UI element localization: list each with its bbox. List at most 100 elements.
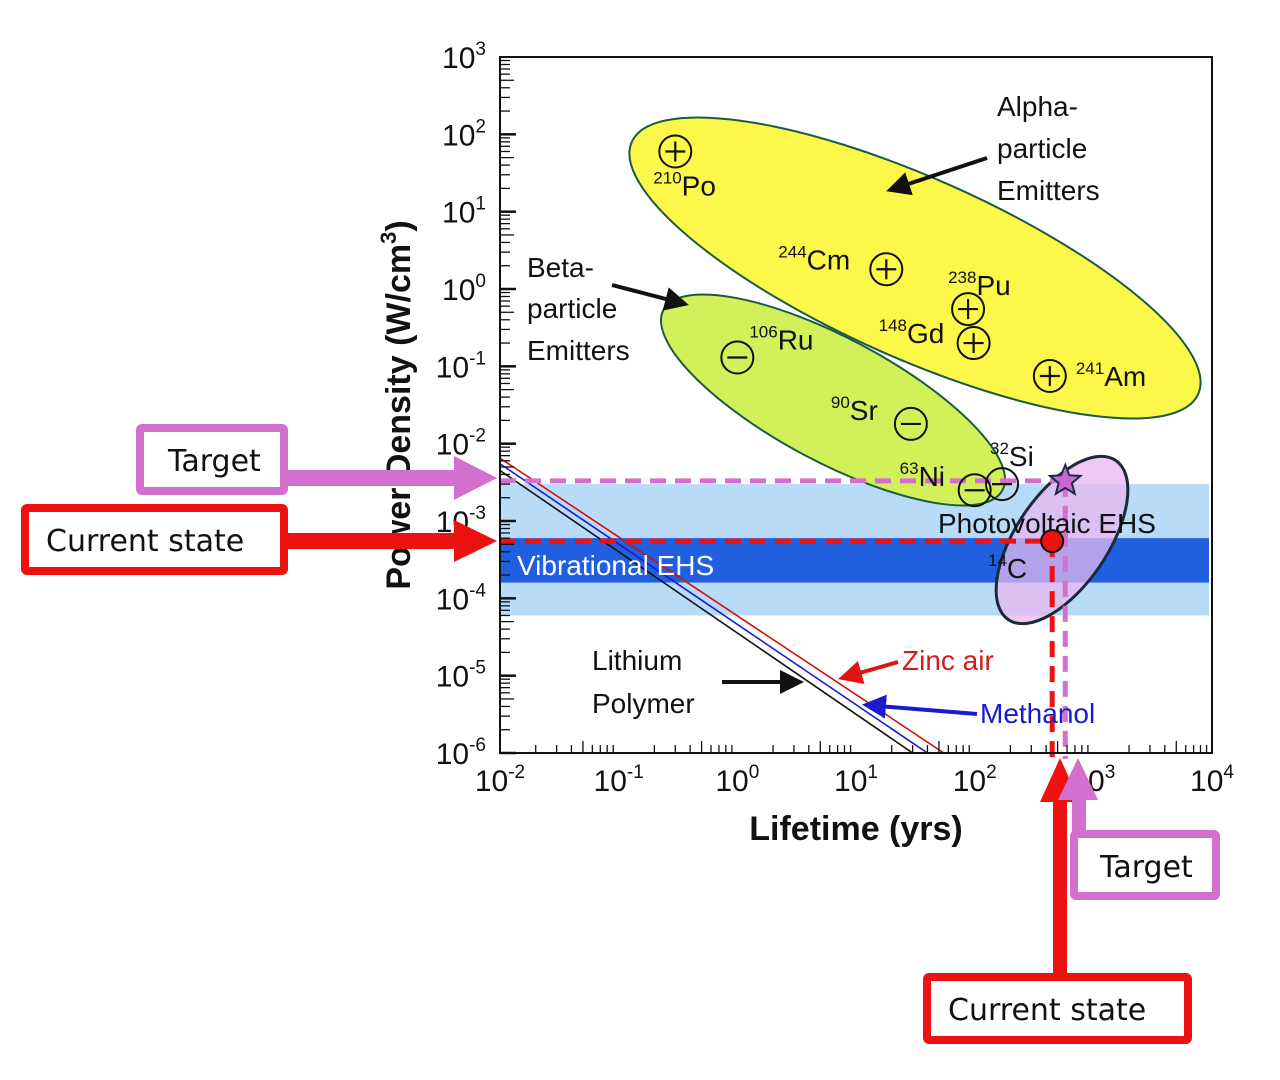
target-callout-bottom-box	[1070, 830, 1220, 900]
plus-circle-icon	[1032, 358, 1067, 393]
isotope-symbol: Ni	[919, 461, 945, 492]
isotope-sr: 90Sr	[831, 393, 928, 441]
isotope-symbol: Po	[682, 170, 716, 201]
tick-exp: 2	[475, 116, 486, 137]
tick-exp: -2	[508, 762, 525, 783]
methanol-arrow	[862, 694, 978, 719]
tick-exp: -4	[469, 580, 486, 601]
x-axis-title: Lifetime (yrs)	[749, 810, 963, 848]
plus-circle-icon	[658, 134, 693, 169]
tick-base: 10	[442, 197, 475, 230]
isotope-mass: 210	[653, 168, 681, 187]
y-title-close: )	[380, 220, 418, 231]
x-tick-label: 104	[1190, 762, 1234, 798]
target-star-marker	[1047, 462, 1084, 496]
current-state-marker	[1040, 529, 1065, 554]
tick-base: 10	[436, 738, 469, 771]
lithium-label-line2: Polymer	[592, 688, 695, 719]
alpha-arrow	[886, 156, 988, 196]
guide-lines	[500, 478, 1068, 759]
current-callout-bottom-box	[923, 973, 1192, 1044]
isotope-label-ni: 63Ni	[900, 459, 945, 492]
methanol-label: Methanol	[980, 698, 1095, 729]
x-tick-label: 100	[715, 762, 759, 798]
minus-circle-icon	[957, 473, 992, 508]
isotope-label-po: 210Po	[653, 168, 716, 201]
y-axis-title: Power Density (W/cm3)	[376, 220, 418, 589]
current-callout-bottom: Current state	[948, 993, 1146, 1028]
isotope-label-sr: 90Sr	[831, 393, 878, 426]
isotope-mass: 90	[831, 393, 850, 412]
y-title-sup: 3	[376, 232, 401, 244]
tick-exp: 3	[475, 39, 486, 60]
target-arrow-bottom-head	[1058, 758, 1098, 800]
isotope-ru: 106Ru	[720, 323, 814, 375]
isotope-po: 210Po	[653, 134, 716, 201]
isotope-pu: 238Pu	[948, 268, 1011, 327]
y-tick-label: 101	[442, 194, 486, 230]
tick-exp: 1	[475, 194, 486, 215]
beta-label-line2: particle	[527, 293, 617, 324]
tick-base: 10	[436, 583, 469, 616]
isotope-mass: 241	[1076, 359, 1104, 378]
tick-base: 10	[834, 765, 867, 798]
target-arrow-left-shaft	[286, 470, 454, 486]
isotope-mass: 238	[948, 268, 976, 287]
tick-base: 10	[594, 765, 627, 798]
beta-arrow	[611, 283, 689, 311]
minus-circle-icon	[985, 467, 1020, 502]
isotope-symbol: Am	[1104, 361, 1146, 392]
target-callout-bottom: Target	[1099, 850, 1193, 885]
x-tick-label: 101	[834, 762, 878, 798]
minus-circle-icon	[720, 340, 755, 375]
alpha-label-line3: Emitters	[997, 175, 1100, 206]
isotope-si: 32Si	[985, 439, 1034, 502]
tick-exp: -3	[469, 503, 486, 524]
target-callout-left: Target	[167, 444, 261, 479]
zinc-air-label: Zinc air	[902, 645, 994, 676]
tick-base: 10	[442, 42, 475, 75]
isotope-gd: 148Gd	[879, 316, 991, 361]
isotope-label-cm: 244Cm	[778, 242, 850, 275]
tick-base: 10	[953, 765, 986, 798]
tick-base: 10	[442, 119, 475, 152]
tick-exp: 4	[1223, 762, 1234, 783]
axes: 10-210-110010110210310410310210110010-11…	[376, 39, 1234, 848]
current-callout-left-box	[21, 504, 288, 575]
tick-exp: 2	[986, 762, 997, 783]
isotope-mass: 32	[990, 439, 1009, 458]
plus-circle-icon	[956, 326, 991, 361]
isotope-mass: 148	[879, 316, 907, 335]
y-tick-label: 100	[442, 271, 486, 307]
y-tick-label: 10-2	[436, 426, 486, 462]
tick-base: 10	[475, 765, 508, 798]
tick-exp: -1	[627, 762, 644, 783]
tick-base: 10	[436, 429, 469, 462]
isotope-symbol: Sr	[850, 395, 878, 426]
isotope-symbol: Cm	[807, 244, 851, 275]
x-tick-label: 10-2	[475, 762, 525, 798]
isotope-label-gd: 148Gd	[879, 316, 945, 349]
y-title-main: Power Density (W/cm	[380, 244, 418, 590]
alpha-label-line1: Alpha-	[997, 91, 1078, 122]
y-tick-label: 10-1	[436, 348, 486, 384]
isotope-label-pu: 238Pu	[948, 268, 1011, 301]
line-methanol	[500, 463, 928, 753]
isotope-symbol: Si	[1009, 441, 1034, 472]
beta-label-line1: Beta-	[527, 252, 594, 283]
tick-exp: 0	[749, 762, 760, 783]
target-callout-left-box	[136, 424, 288, 495]
tick-base: 10	[1190, 765, 1223, 798]
plus-circle-icon	[951, 292, 986, 327]
isotope-symbol: Ru	[778, 325, 814, 356]
carbon14-label: 14C	[988, 551, 1027, 584]
isotope-ni: 63Ni	[900, 459, 992, 508]
x-tick-label: 10-1	[594, 762, 644, 798]
isotope-mass: 63	[900, 459, 919, 478]
current-arrow-left-head	[454, 520, 497, 562]
plus-circle-icon	[869, 252, 904, 287]
tick-base: 10	[436, 661, 469, 694]
current-arrow-bottom-shaft	[1053, 800, 1067, 980]
isotope-cm: 244Cm	[778, 242, 904, 287]
